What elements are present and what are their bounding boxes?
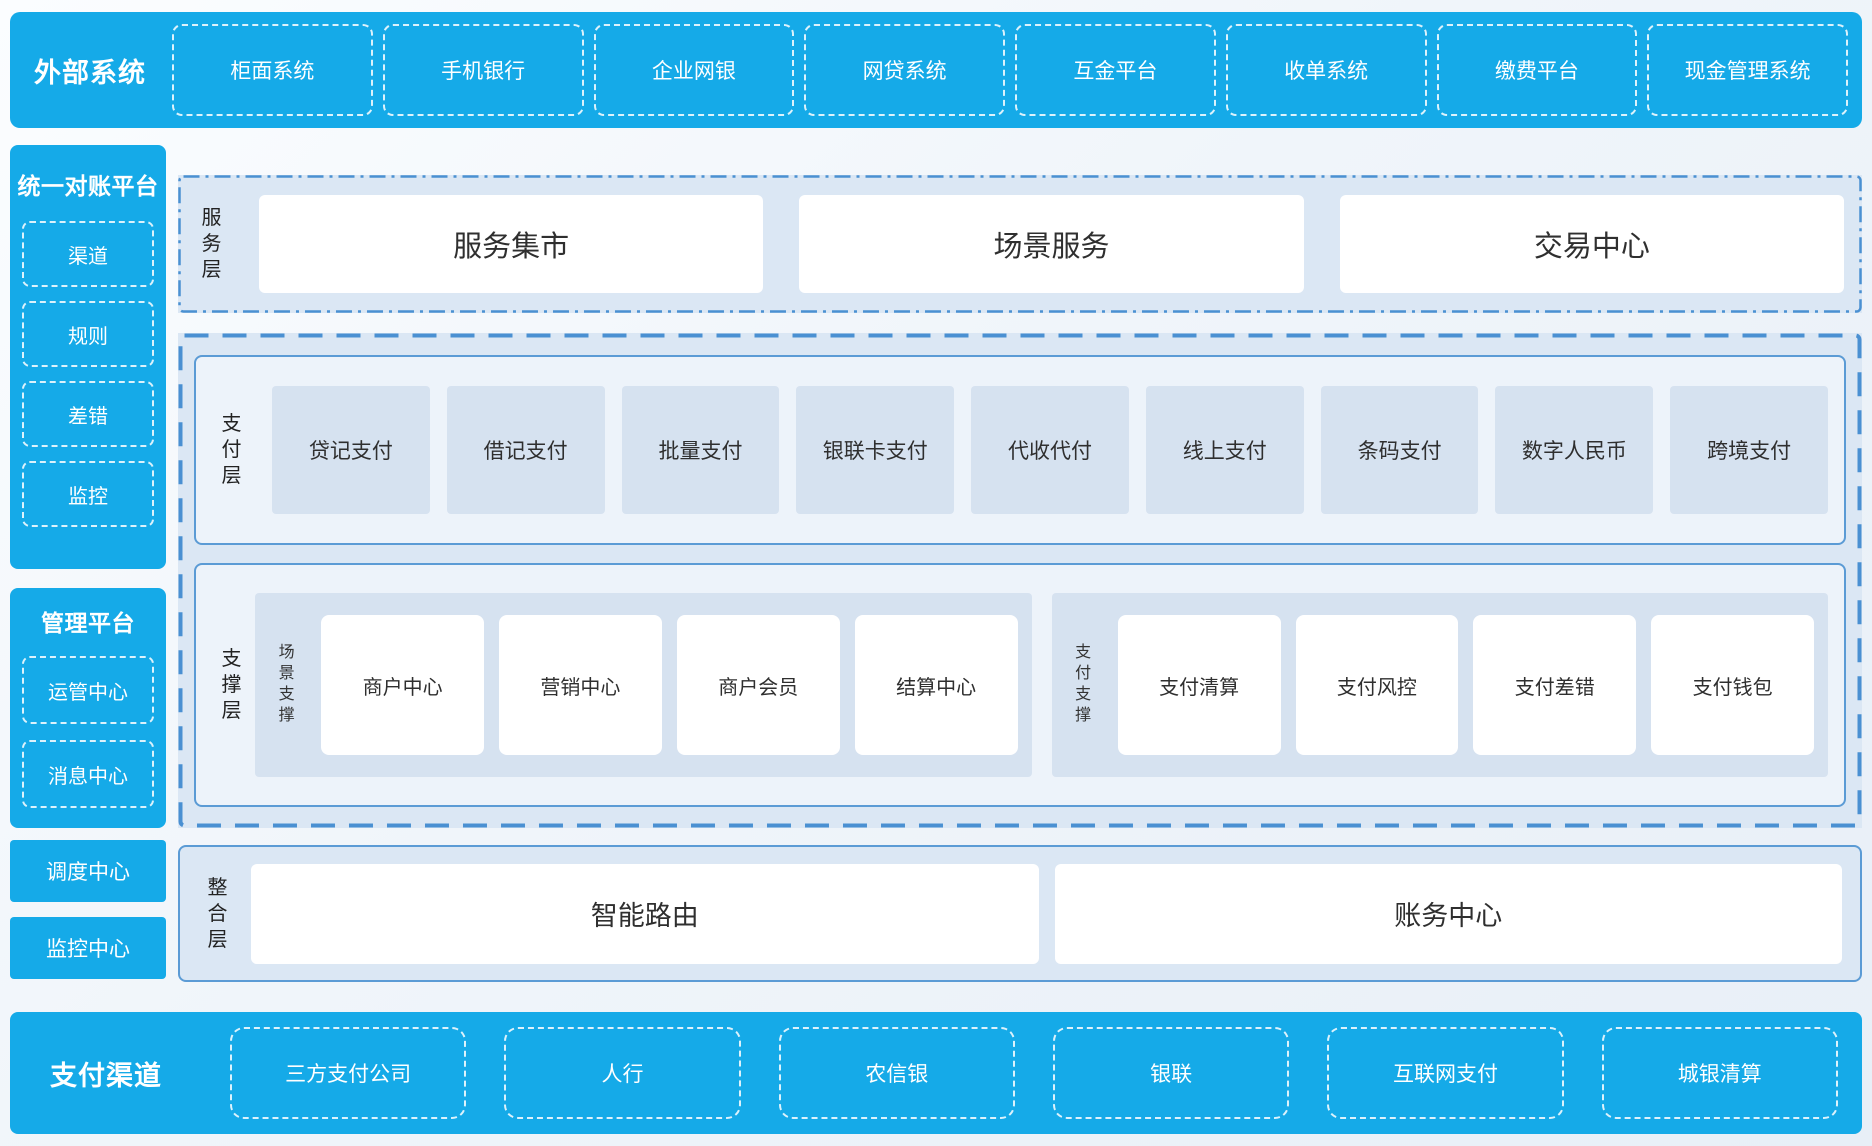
scene-support-group: 场景支撑 商户中心 营销中心 商户会员 结算中心	[255, 593, 1032, 777]
reconciliation-item: 规则	[22, 301, 154, 367]
payment-layer-label: 支付层	[221, 413, 242, 487]
payment-tile: 条码支付	[1320, 386, 1479, 514]
service-box: 场景服务	[799, 195, 1304, 293]
payment-channel-item: 三方支付公司	[230, 1027, 467, 1119]
integration-layer-label: 整合层	[207, 876, 228, 951]
support-layer-panel: 支撑层 场景支撑 商户中心 营销中心 商户会员 结算中心 支付支撑 支付清算 支…	[194, 563, 1846, 807]
payment-channel-item: 城银清算	[1601, 1027, 1838, 1119]
service-layer-label: 服务层	[201, 207, 222, 281]
service-box: 交易中心	[1339, 195, 1844, 293]
support-tile: 支付差错	[1473, 615, 1637, 755]
payment-tile: 批量支付	[621, 386, 780, 514]
service-layer-panel: 服务层 服务集市 场景服务 交易中心	[178, 175, 1862, 313]
support-tile: 支付钱包	[1651, 615, 1814, 755]
payment-support-label: 支付支撑	[1075, 644, 1092, 724]
reconciliation-item: 监控	[22, 461, 154, 527]
payment-channels-title: 支付渠道	[50, 1060, 162, 1091]
payment-tile: 贷记支付	[272, 386, 430, 514]
reconciliation-item: 差错	[22, 381, 154, 447]
management-item: 消息中心	[22, 740, 154, 808]
support-tile: 商户中心	[321, 615, 485, 755]
payment-channel-item: 农信银	[778, 1027, 1015, 1119]
external-system-item: 手机银行	[382, 24, 584, 116]
external-system-item: 现金管理系统	[1647, 24, 1848, 116]
payment-channel-item: 互联网支付	[1327, 1027, 1564, 1119]
external-system-item: 柜面系统	[172, 24, 373, 116]
core-layers-dashed-box: 支付层 贷记支付 借记支付 批量支付 银联卡支付 代收代付 线上支付 条码支付 …	[178, 333, 1862, 828]
scene-support-label: 场景支撑	[278, 644, 295, 724]
monitor-center-block: 监控中心	[10, 917, 166, 979]
external-system-item: 缴费平台	[1436, 24, 1638, 116]
payment-tile: 线上支付	[1145, 386, 1304, 514]
support-tile: 结算中心	[854, 615, 1018, 755]
integration-layer-panel: 整合层 智能路由 账务中心	[178, 845, 1862, 982]
integration-box: 账务中心	[1054, 863, 1842, 964]
payment-channel-item: 人行	[504, 1027, 741, 1119]
payment-channel-item: 银联	[1052, 1027, 1290, 1119]
external-system-item: 收单系统	[1225, 24, 1427, 116]
payment-channels-items: 三方支付公司 人行 农信银 银联 互联网支付 城银清算	[230, 1027, 1838, 1119]
payment-support-group: 支付支撑 支付清算 支付风控 支付差错 支付钱包	[1051, 593, 1828, 777]
external-system-item: 互金平台	[1015, 24, 1216, 116]
management-platform-panel: 管理平台 运管中心 消息中心	[10, 588, 166, 828]
payment-tile: 代收代付	[971, 386, 1129, 514]
support-layer-label: 支撑层	[221, 648, 242, 722]
payment-layer-panel: 支付层 贷记支付 借记支付 批量支付 银联卡支付 代收代付 线上支付 条码支付 …	[194, 355, 1846, 545]
management-platform-title: 管理平台	[41, 610, 135, 636]
external-system-item: 网贷系统	[804, 24, 1005, 116]
payment-tile: 数字人民币	[1495, 386, 1654, 514]
support-groups: 场景支撑 商户中心 营销中心 商户会员 结算中心 支付支撑 支付清算 支付风控 …	[255, 593, 1828, 777]
payment-tile: 跨境支付	[1670, 386, 1829, 514]
support-tile: 支付风控	[1295, 615, 1459, 755]
external-systems-items: 柜面系统 手机银行 企业网银 网贷系统 互金平台 收单系统 缴费平台 现金管理系…	[172, 24, 1848, 116]
support-tile: 商户会员	[676, 615, 840, 755]
reconciliation-platform-title: 统一对账平台	[17, 173, 159, 199]
reconciliation-item: 渠道	[22, 221, 154, 287]
external-systems-title: 外部系统	[34, 57, 146, 88]
service-box: 服务集市	[259, 195, 764, 293]
reconciliation-platform-panel: 统一对账平台 渠道 规则 差错 监控	[10, 145, 166, 569]
external-system-item: 企业网银	[593, 24, 795, 116]
support-tile: 支付清算	[1117, 615, 1281, 755]
external-systems-bar: 外部系统 柜面系统 手机银行 企业网银 网贷系统 互金平台 收单系统 缴费平台 …	[10, 12, 1862, 128]
management-item: 运管中心	[22, 656, 154, 724]
integration-box: 智能路由	[251, 863, 1039, 964]
payment-tile: 银联卡支付	[796, 386, 955, 514]
payment-tile: 借记支付	[446, 386, 605, 514]
support-tile: 营销中心	[499, 615, 662, 755]
payment-channels-bar: 支付渠道 三方支付公司 人行 农信银 银联 互联网支付 城银清算	[10, 1012, 1862, 1134]
dispatch-center-block: 调度中心	[10, 840, 166, 902]
